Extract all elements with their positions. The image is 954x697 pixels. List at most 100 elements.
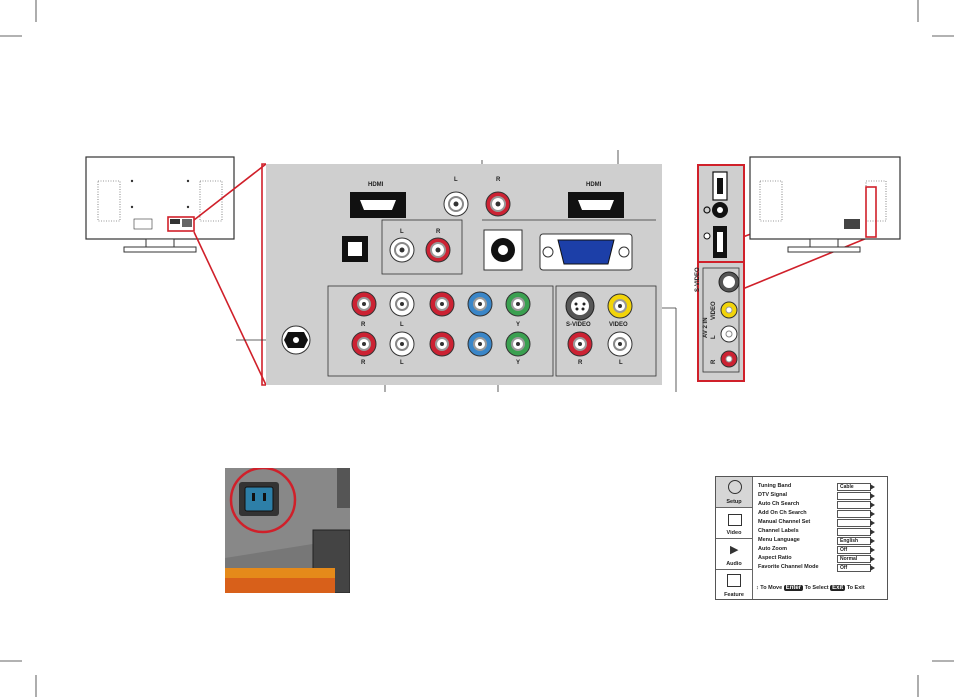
menu-item-dtv-signal[interactable]: DTV Signal xyxy=(758,492,878,501)
arrow-right-icon xyxy=(870,484,875,490)
menu-item-value xyxy=(837,510,871,518)
menu-item-label: Menu Language xyxy=(758,537,800,543)
tab-video[interactable]: Video xyxy=(716,508,752,539)
menu-item-value: Cable xyxy=(837,483,871,491)
menu-item-value xyxy=(837,528,871,536)
tv-back-left-illustration xyxy=(85,156,235,253)
svideo-port xyxy=(565,291,595,321)
menu-item-auto-zoom[interactable]: Auto Zoom Off xyxy=(758,546,878,555)
side-svideo-label: S-VIDEO xyxy=(695,267,701,292)
tab-setup[interactable]: Setup xyxy=(716,477,752,508)
av-l-label: L xyxy=(619,360,623,366)
comp-r1-label: R xyxy=(361,322,366,328)
tab-feature[interactable]: Feature xyxy=(716,570,752,600)
tv-icon xyxy=(728,514,742,526)
speaker-icon: ▶ xyxy=(730,544,739,556)
menu-item-value: Off xyxy=(837,564,871,572)
menu-item-label: Aspect Ratio xyxy=(758,555,792,561)
menu-item-label: Channel Labels xyxy=(758,528,799,534)
setup-icon xyxy=(728,480,742,494)
video-port xyxy=(607,293,633,319)
vga-port xyxy=(539,233,633,271)
menu-item-aspect-ratio[interactable]: Aspect Ratio Normal xyxy=(758,555,878,564)
antenna-input xyxy=(281,325,311,355)
av-l-port xyxy=(607,331,633,357)
exit-key: Exit xyxy=(830,585,846,591)
tab-audio-label: Audio xyxy=(726,561,742,567)
arrow-right-icon xyxy=(870,547,875,553)
optical-port xyxy=(342,236,368,262)
arrow-right-icon xyxy=(870,538,875,544)
menu-item-value: Off xyxy=(837,546,871,554)
comp-r2-label: R xyxy=(361,360,366,366)
feature-icon xyxy=(727,574,741,587)
hdmi-port-2 xyxy=(568,192,624,218)
component-row-2 xyxy=(351,331,531,357)
enter-key: Enter xyxy=(783,585,804,591)
menu-item-value xyxy=(837,501,871,509)
menu-item-value xyxy=(837,492,871,500)
power-inlet-photo xyxy=(225,468,350,593)
menu-item-tuning-band[interactable]: Tuning Band Cable xyxy=(758,483,878,492)
menu-item-add-on-ch-search[interactable]: Add On Ch Search xyxy=(758,510,878,519)
menu-item-label: Auto Zoom xyxy=(758,546,788,552)
menu-item-favorite-channel-mode[interactable]: Favorite Channel Mode Off xyxy=(758,564,878,573)
side-l-label: L xyxy=(711,335,717,339)
up-down-arrows-icon: ↕ xyxy=(756,585,759,591)
menu-item-label: Auto Ch Search xyxy=(758,501,800,507)
menu-item-channel-labels[interactable]: Channel Labels xyxy=(758,528,878,537)
audio-top-r-label: R xyxy=(496,177,501,183)
hdmi-label-2: HDMI xyxy=(586,182,602,188)
menu-item-label: Manual Channel Set xyxy=(758,519,811,525)
menu-item-label: Add On Ch Search xyxy=(758,510,807,516)
menu-item-auto-ch-search[interactable]: Auto Ch Search xyxy=(758,501,878,510)
tv-back-right-illustration xyxy=(749,156,901,253)
hdmi-port-1 xyxy=(350,192,406,218)
comp-l2-label: L xyxy=(400,360,404,366)
footer-select-text: To Select xyxy=(804,585,829,591)
tab-feature-label: Feature xyxy=(724,592,744,598)
menu-item-label: Favorite Channel Mode xyxy=(758,564,819,570)
side-av2in-label: AV 2 IN xyxy=(703,317,709,338)
menu-item-label: DTV Signal xyxy=(758,492,788,498)
av-r-port xyxy=(567,331,593,357)
audio-top-l-label: L xyxy=(454,177,458,183)
arrow-right-icon xyxy=(870,529,875,535)
tab-setup-label: Setup xyxy=(726,499,742,505)
arrow-right-icon xyxy=(870,565,875,571)
comp-y2-label: Y xyxy=(516,360,521,366)
side-connectors xyxy=(697,171,745,373)
comp-y1-label: Y xyxy=(516,322,521,328)
arrow-right-icon xyxy=(870,520,875,526)
video-label: VIDEO xyxy=(609,322,628,328)
menu-item-manual-channel-set[interactable]: Manual Channel Set xyxy=(758,519,878,528)
tab-video-label: Video xyxy=(726,530,742,536)
coax-port xyxy=(483,229,523,271)
menu-item-value: Normal xyxy=(837,555,871,563)
rca-top-r xyxy=(485,191,511,217)
menu-item-menu-language[interactable]: Menu Language English xyxy=(758,537,878,546)
tab-audio[interactable]: ▶ Audio xyxy=(716,539,752,570)
rca-mid-l xyxy=(389,237,415,263)
arrow-right-icon xyxy=(870,511,875,517)
rca-mid-r xyxy=(425,237,451,263)
menu-item-value xyxy=(837,519,871,527)
menu-tab-column: Setup Video ▶ Audio Feature xyxy=(716,477,753,599)
footer-exit-text: To Exit xyxy=(846,585,865,591)
menu-footer: ↕ To Move Enter To Select Exit To Exit xyxy=(756,585,886,591)
arrow-right-icon xyxy=(870,493,875,499)
hdmi-label-1: HDMI xyxy=(368,182,384,188)
menu-item-label: Tuning Band xyxy=(758,483,792,489)
audio-mid-r-label: R xyxy=(436,229,441,235)
arrow-right-icon xyxy=(870,502,875,508)
footer-move-text: To Move xyxy=(760,585,783,591)
arrow-right-icon xyxy=(870,556,875,562)
main-connectors xyxy=(281,191,657,377)
menu-item-value: English xyxy=(837,537,871,545)
component-row-1 xyxy=(351,291,531,317)
side-r-label: R xyxy=(711,359,717,364)
av-r-label: R xyxy=(578,360,583,366)
side-video-label: VIDEO xyxy=(711,301,717,320)
